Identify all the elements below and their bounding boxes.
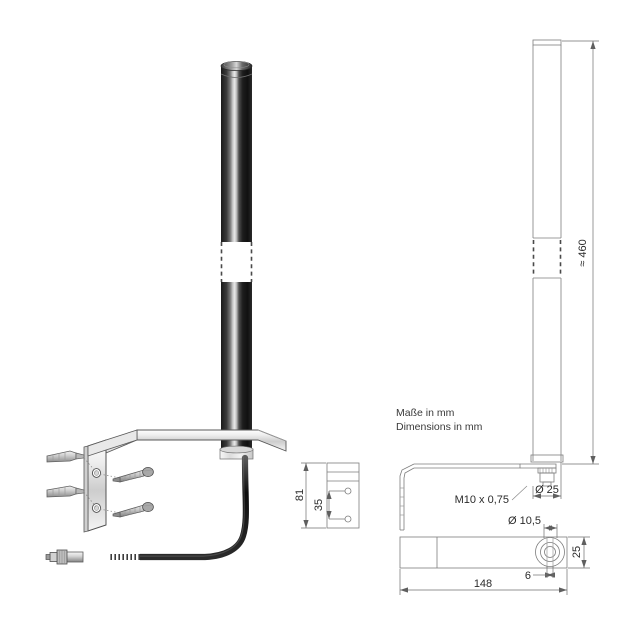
coaxial-cable-perspective (45, 454, 249, 565)
side-hole-lower (344, 515, 352, 523)
dimension-81: 81 (294, 462, 326, 529)
dimension-460: ≈ 460 (562, 40, 599, 465)
side-plate-outline (326, 462, 360, 529)
dimension-diameter-10-5: Ø 10,5 (508, 515, 558, 538)
cable-connector-pin (45, 554, 51, 560)
dimension-diameter-25-label: Ø 25 (535, 484, 559, 496)
dimension-81-label: 81 (294, 489, 306, 501)
thread-callout-label: M10 x 0,75 (455, 494, 509, 506)
screw-lower-shank (119, 504, 145, 518)
assembly-centre-lines (83, 457, 121, 514)
dimension-460-label: ≈ 460 (577, 239, 589, 266)
wall-plug-upper-body (46, 450, 77, 463)
dimension-148: 148 (399, 569, 568, 595)
mounting-bracket-perspective (83, 429, 287, 533)
bracket-side-elevation: 81 35 (294, 462, 360, 529)
screw-upper-slot (143, 469, 153, 472)
antenna-rod-perspective (219, 61, 254, 460)
dimension-6-label: 6 (525, 570, 531, 582)
plan-plate-outline (399, 536, 568, 569)
cable-body (136, 454, 249, 561)
rod-upper-body (221, 66, 252, 242)
rod-cap-seam (220, 73, 253, 78)
elev-thread-nut (537, 467, 557, 487)
break-symbol-perspective (220, 242, 253, 282)
elev-bracket-bent-arm-inner (403, 467, 415, 530)
dimension-148-label: 148 (474, 578, 492, 590)
cable-connector-sleeve (65, 551, 84, 563)
dimension-6: 6 (525, 566, 555, 582)
dimension-35-label: 35 (313, 499, 325, 511)
wall-plug-lower-body (46, 485, 77, 498)
wall-plug-lower (46, 485, 85, 498)
elev-washer (537, 467, 557, 474)
antenna-front-elevation: ≈ 460 Ø 25 M10 x 0,75 (399, 39, 599, 531)
note-line-en: Dimensions in mm (396, 421, 483, 433)
plan-boss-outer (535, 537, 565, 567)
elev-bracket-bar-top (414, 463, 521, 469)
rod-top-cap-inner (223, 61, 250, 69)
rod-lower-body (221, 282, 252, 454)
cable-highlight (137, 456, 245, 557)
screw-upper-tip (112, 476, 121, 483)
thread-callout: M10 x 0,75 (455, 485, 528, 506)
dimension-35: 35 (313, 490, 345, 520)
rod-ferrule-top (219, 445, 254, 454)
wall-plug-upper (46, 450, 85, 463)
elev-bracket-bent-arm-outer (399, 463, 415, 530)
plan-boss-mid (540, 542, 560, 562)
screw-upper-head (142, 466, 154, 477)
bracket-plan-view: Ø 10,5 25 6 148 (399, 515, 590, 595)
mounting-screw-lower (112, 501, 154, 518)
dimension-diameter-10-5-label: Ø 10,5 (508, 515, 541, 527)
dimension-25-label: 25 (571, 546, 583, 558)
bracket-hole-upper-inner (94, 470, 99, 476)
bracket-plate-thickness (83, 445, 89, 533)
elev-bracket-bar-right (520, 463, 557, 469)
elev-break-symbol (532, 240, 562, 276)
dimension-25: 25 (568, 536, 590, 569)
elev-nut (539, 472, 555, 483)
wall-plug-upper-tip (75, 452, 85, 460)
elev-thread-stub (542, 481, 552, 487)
screw-lower-head (142, 501, 154, 512)
plan-hole (544, 546, 556, 558)
elev-top-cap (532, 39, 562, 46)
notes-block: Maße in mm Dimensions in mm (396, 407, 483, 433)
screw-lower-tip (112, 511, 121, 518)
elev-base-ferrule (530, 454, 564, 463)
screw-upper-shank (119, 469, 145, 483)
side-hole-upper (344, 487, 352, 495)
screw-lower-slot (143, 504, 153, 507)
cable-connector-collar (49, 552, 58, 562)
wall-plug-lower-tip (75, 487, 85, 495)
plan-slot-edges (546, 537, 554, 568)
bracket-riser (87, 429, 138, 457)
dimension-diameter-25: Ø 25 (532, 462, 562, 499)
mounting-screw-upper (112, 466, 154, 483)
note-line-de: Maße in mm (396, 407, 455, 419)
bracket-top-arm (136, 429, 287, 452)
bracket-arm-edge (257, 429, 287, 442)
